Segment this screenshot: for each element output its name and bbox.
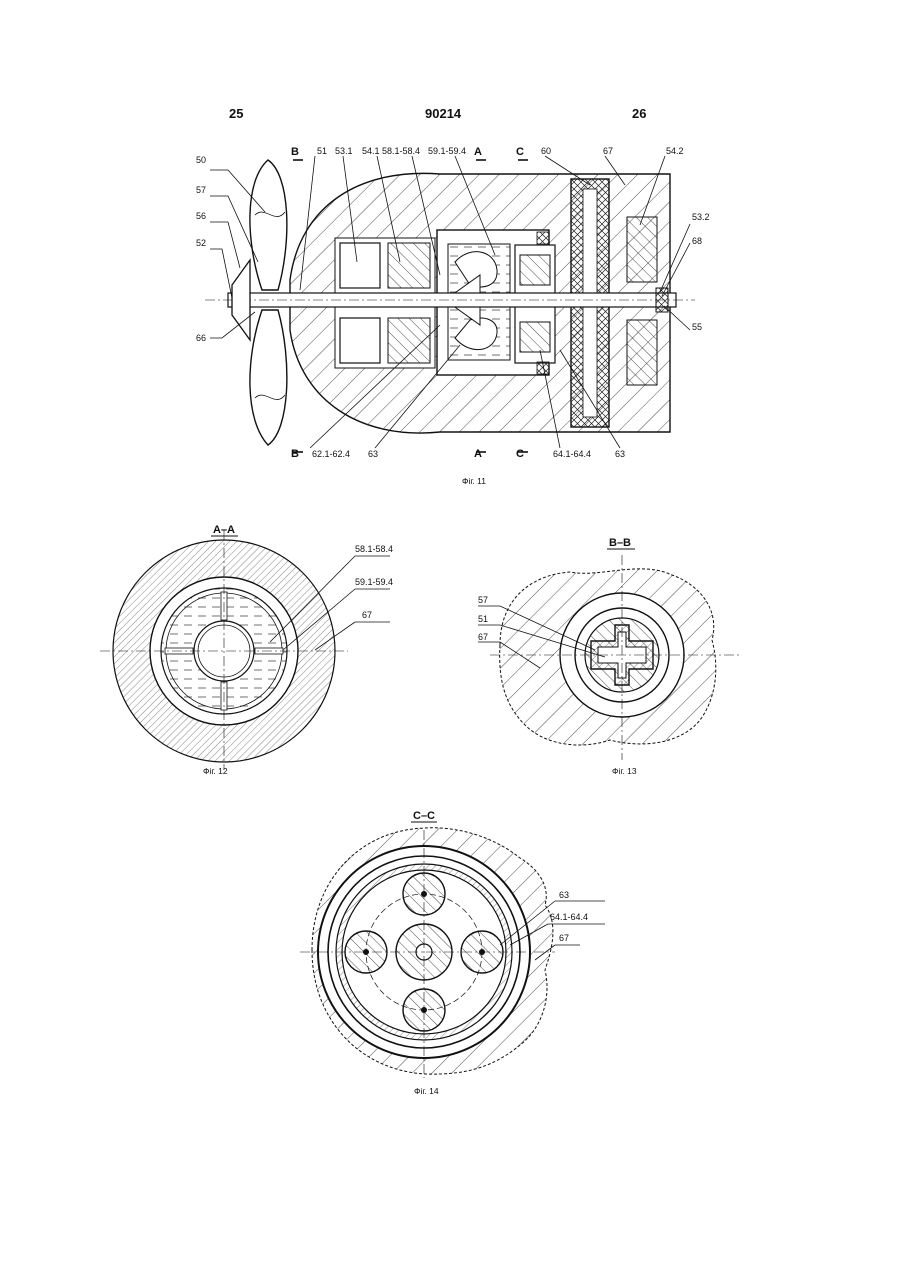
fig12-label-59: 59.1-59.4 xyxy=(355,577,393,587)
section-mark-c-bottom: C xyxy=(516,448,524,460)
label-50: 50 xyxy=(196,155,206,165)
fig13-title: B–B xyxy=(609,537,631,549)
fig13-label-51: 51 xyxy=(478,614,488,624)
section-mark-a-top: A xyxy=(474,146,482,158)
figure-14: C–C 63 64.1-64.4 67 Фіг. 14 xyxy=(300,810,605,1096)
figure-13: B–B 57 51 67 Фіг. 13 xyxy=(478,537,740,776)
propeller-blade-top xyxy=(250,160,287,290)
planet-gear-bottom xyxy=(520,322,550,352)
label-62: 62.1-62.4 xyxy=(312,449,350,459)
planet-gear-top xyxy=(520,255,550,285)
label-51: 51 xyxy=(317,146,327,156)
propeller-blade-bottom xyxy=(250,310,287,445)
section-mark-b-bottom: B xyxy=(291,448,299,460)
stator-53-1-bottom xyxy=(340,318,380,363)
label-53-1: 53.1 xyxy=(335,146,353,156)
fig14-label-64: 64.1-64.4 xyxy=(550,912,588,922)
label-67: 67 xyxy=(603,146,613,156)
fig12-caption: Фіг. 12 xyxy=(203,766,228,776)
figure-12: A–A 58.1-58.4 59.1-59.4 67 Фіг. 12 xyxy=(100,524,393,776)
fig13-label-57: 57 xyxy=(478,595,488,605)
winding-54-1-top xyxy=(388,243,430,288)
fig13-caption: Фіг. 13 xyxy=(612,766,637,776)
fig12-label-67: 67 xyxy=(362,610,372,620)
fig14-title: C–C xyxy=(413,810,435,822)
motor-2-top xyxy=(627,217,657,282)
label-58: 58.1-58.4 xyxy=(382,146,420,156)
label-53-2: 53.2 xyxy=(692,212,710,222)
label-60: 60 xyxy=(541,146,551,156)
fig12-label-58: 58.1-58.4 xyxy=(355,544,393,554)
fig11-caption: Фіг. 11 xyxy=(462,476,486,486)
motor-2-bottom xyxy=(627,320,657,385)
fig13-label-67: 67 xyxy=(478,632,488,642)
fig14-label-63: 63 xyxy=(559,890,569,900)
section-mark-b-top: B xyxy=(291,146,299,158)
label-54-2: 54.2 xyxy=(666,146,684,156)
label-54-1: 54.1 xyxy=(362,146,380,156)
label-59: 59.1-59.4 xyxy=(428,146,466,156)
section-mark-a-bottom: A xyxy=(474,448,482,460)
bearing-tl xyxy=(537,232,549,244)
label-56: 56 xyxy=(196,211,206,221)
label-57: 57 xyxy=(196,185,206,195)
figure-11: B B A A C C 50 5 xyxy=(196,146,710,486)
fig14-label-67: 67 xyxy=(559,933,569,943)
label-52: 52 xyxy=(196,238,206,248)
fig14-caption: Фіг. 14 xyxy=(414,1086,439,1096)
label-66: 66 xyxy=(196,333,206,343)
label-63-b: 63 xyxy=(615,449,625,459)
label-55: 55 xyxy=(692,322,702,332)
section-mark-c-top: C xyxy=(516,146,524,158)
label-64: 64.1-64.4 xyxy=(553,449,591,459)
label-63-a: 63 xyxy=(368,449,378,459)
stator-53-1-top xyxy=(340,243,380,288)
label-68: 68 xyxy=(692,236,702,246)
